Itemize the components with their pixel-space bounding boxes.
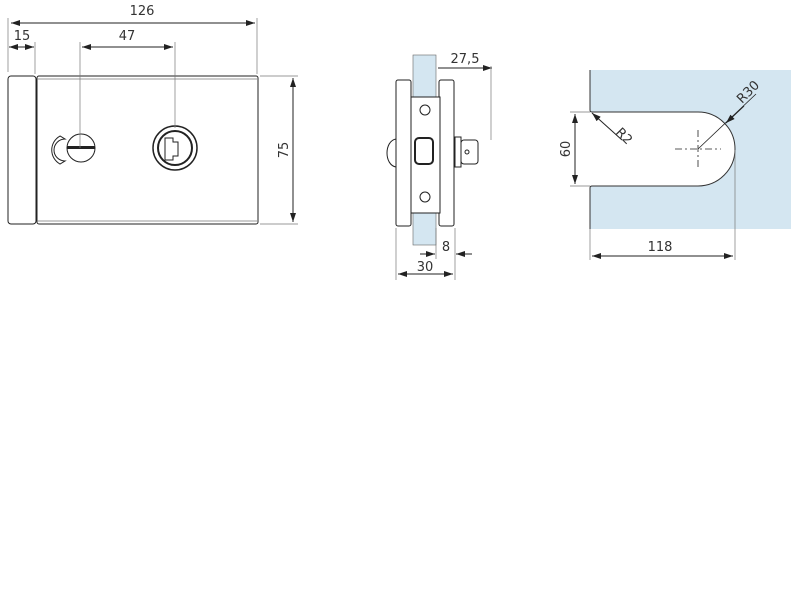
dim-cap-width: 15: [14, 29, 31, 44]
dim-height: 75: [277, 142, 292, 159]
end-cap: [7, 75, 37, 225]
lock-body: [36, 75, 259, 225]
screw-icon: [419, 191, 431, 203]
dim-cutout-height: 60: [559, 141, 574, 158]
key-cylinder-icon: [152, 125, 198, 171]
screw-icon: [419, 104, 431, 116]
dim-cutout-depth: 118: [648, 240, 673, 255]
front-view: 126 15 47 75: [7, 4, 298, 225]
glass-cutout-view: R30 R2 60 118: [559, 70, 791, 260]
dim-corner-radius: R2: [612, 125, 635, 148]
dim-offset: 27,5: [451, 52, 480, 67]
dim-width-total: 126: [130, 4, 155, 19]
side-view: 27,5 8 30: [386, 52, 492, 280]
dim-center-distance: 47: [119, 29, 136, 44]
latch-icon: [414, 137, 434, 165]
dim-depth: 30: [417, 260, 434, 275]
thumb-turn-icon: [51, 133, 96, 165]
dim-glass-thickness: 8: [442, 240, 450, 255]
thumb-turn-side-icon: [386, 138, 397, 168]
